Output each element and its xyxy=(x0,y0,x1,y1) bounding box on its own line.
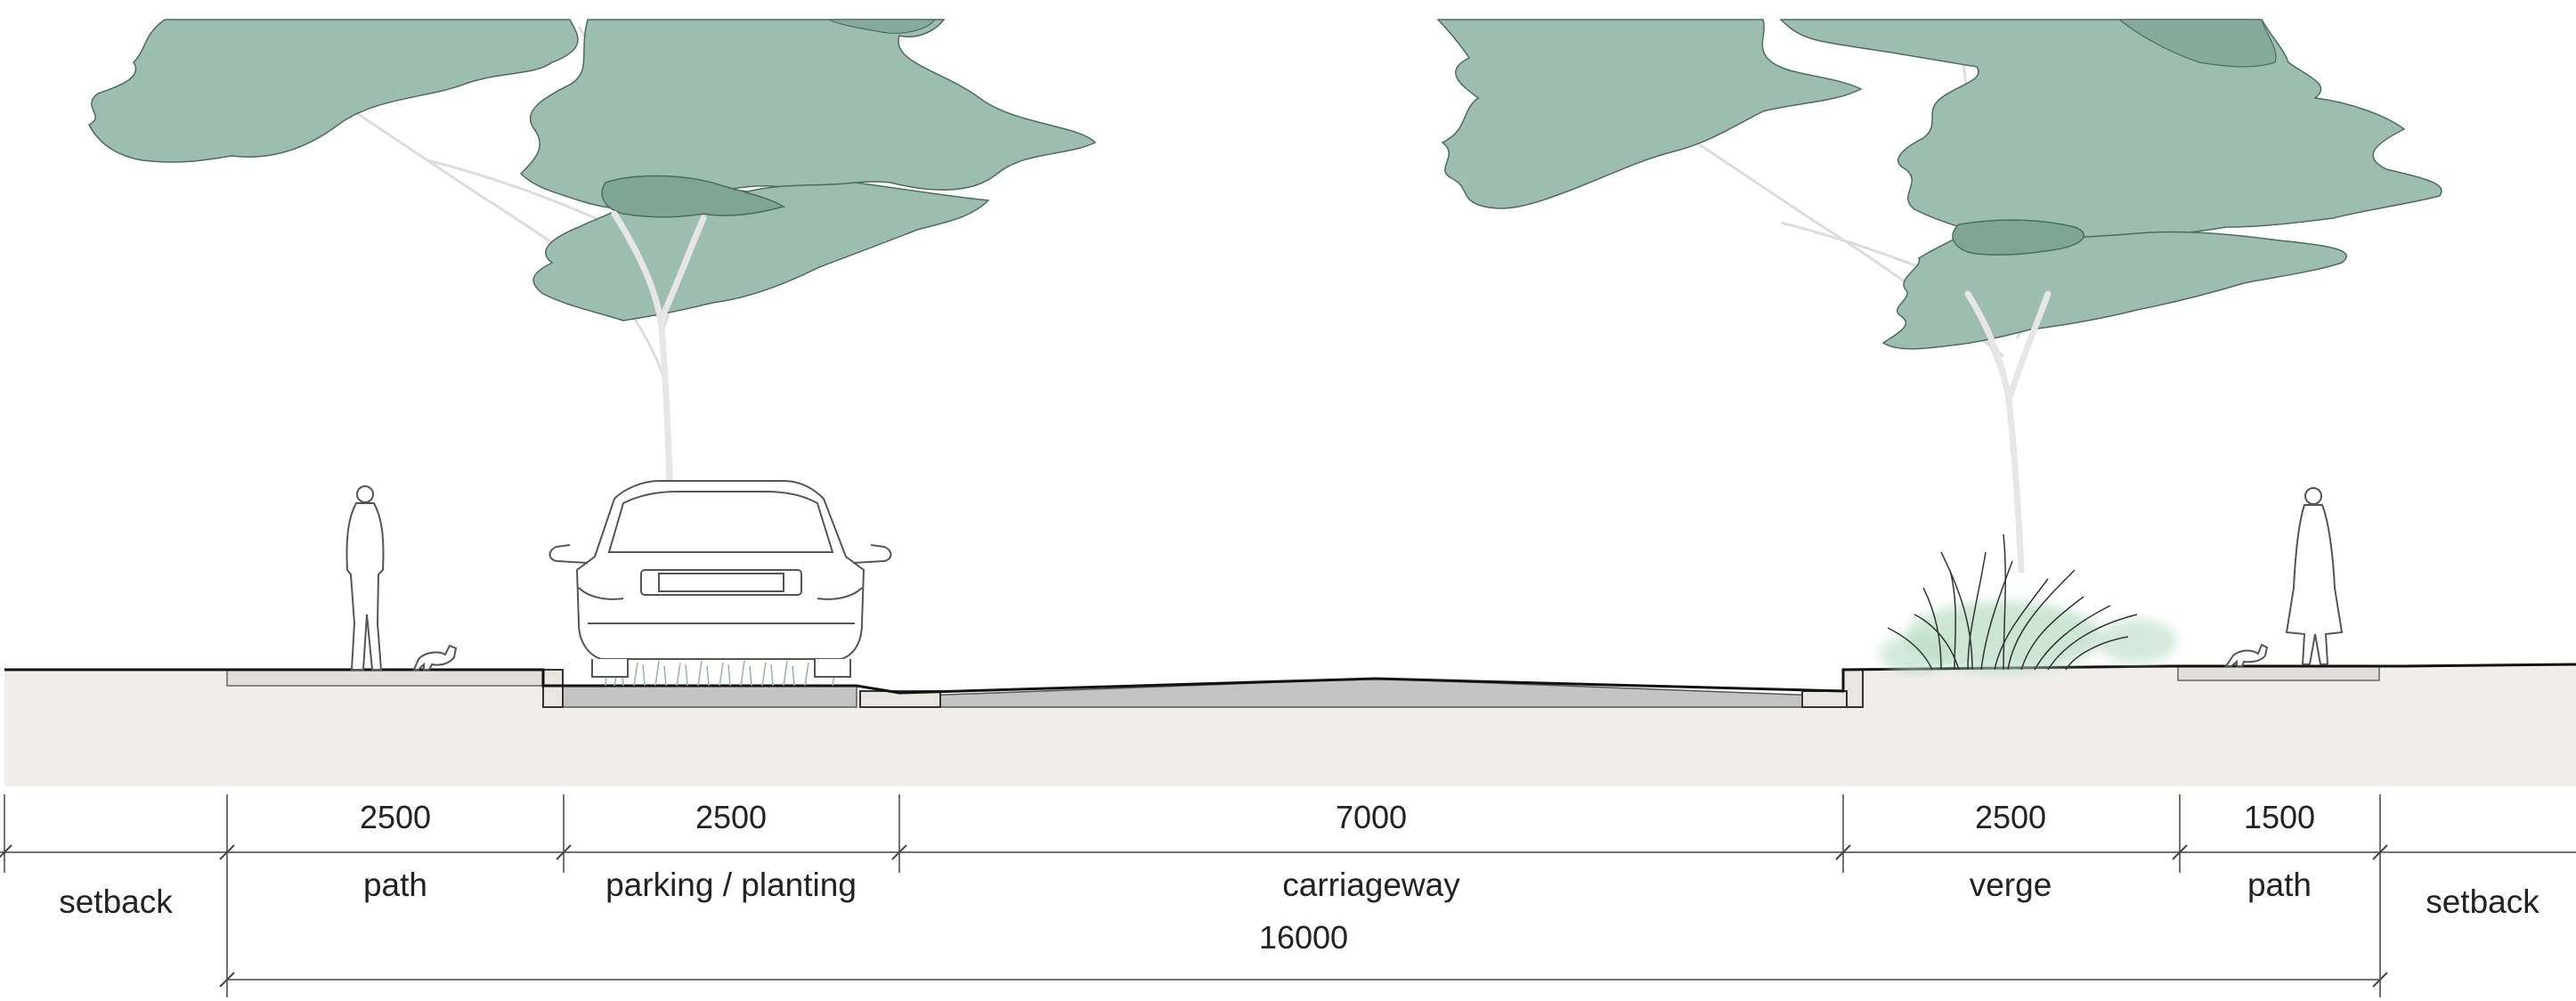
path-paving-left xyxy=(226,669,544,687)
label-parking-planting: parking / planting xyxy=(605,867,857,903)
parking-surface xyxy=(562,685,857,708)
dimension-path-right: 1500 xyxy=(2244,799,2315,835)
parked-car xyxy=(549,480,892,678)
tree-left xyxy=(87,19,1097,500)
carriageway-surface xyxy=(898,678,1844,708)
path-paving-right xyxy=(2177,665,2380,681)
canopy-blob xyxy=(519,19,1097,211)
kerb-drain-right xyxy=(1801,690,1848,708)
kerb-drain-left xyxy=(859,690,941,708)
label-path-right: path xyxy=(2247,867,2312,903)
canopy-blob xyxy=(87,19,579,163)
canopy-blob xyxy=(1881,231,2348,350)
tree-right-trunk-highlight xyxy=(1964,290,2052,574)
zone-dimensions: 2500 2500 7000 2500 1500 xyxy=(360,799,2315,835)
canopy-blob xyxy=(1436,19,1863,209)
dimension-lines xyxy=(0,794,2576,997)
zone-labels: setback path parking / planting carriage… xyxy=(59,867,2539,920)
dimension-parking-planting: 2500 xyxy=(695,799,767,835)
tree-left-trunk-highlight xyxy=(611,210,707,493)
tree-right-canopy xyxy=(1436,19,2442,350)
dimension-carriageway: 7000 xyxy=(1336,799,1407,835)
pedestrian-right xyxy=(2285,487,2344,665)
canopy-shadow xyxy=(827,19,937,34)
tree-left-canopy xyxy=(87,19,1097,321)
pedestrian-left xyxy=(345,485,385,671)
label-setback-left: setback xyxy=(59,883,173,920)
dimension-path-left: 2500 xyxy=(360,799,431,835)
dog-right xyxy=(2224,643,2269,667)
verge-planting xyxy=(1879,533,2177,674)
tree-right xyxy=(1436,19,2442,574)
ground-fill xyxy=(4,664,2576,786)
dimension-verge: 2500 xyxy=(1975,799,2046,835)
ground-profile-line xyxy=(4,663,2576,695)
parking-grass xyxy=(605,656,838,687)
canopy-shadow xyxy=(1952,219,2085,256)
label-verge: verge xyxy=(1970,867,2052,903)
overall-dimension: 16000 xyxy=(1259,919,1348,956)
label-setback-right: setback xyxy=(2426,883,2539,920)
label-carriageway: carriageway xyxy=(1282,867,1460,903)
canopy-shadow xyxy=(601,175,785,218)
canopy-shadow xyxy=(2117,19,2277,68)
kerb-left xyxy=(542,669,564,708)
dog-left xyxy=(412,644,458,671)
canopy-blob xyxy=(1779,19,2442,242)
label-path-left: path xyxy=(363,867,427,903)
